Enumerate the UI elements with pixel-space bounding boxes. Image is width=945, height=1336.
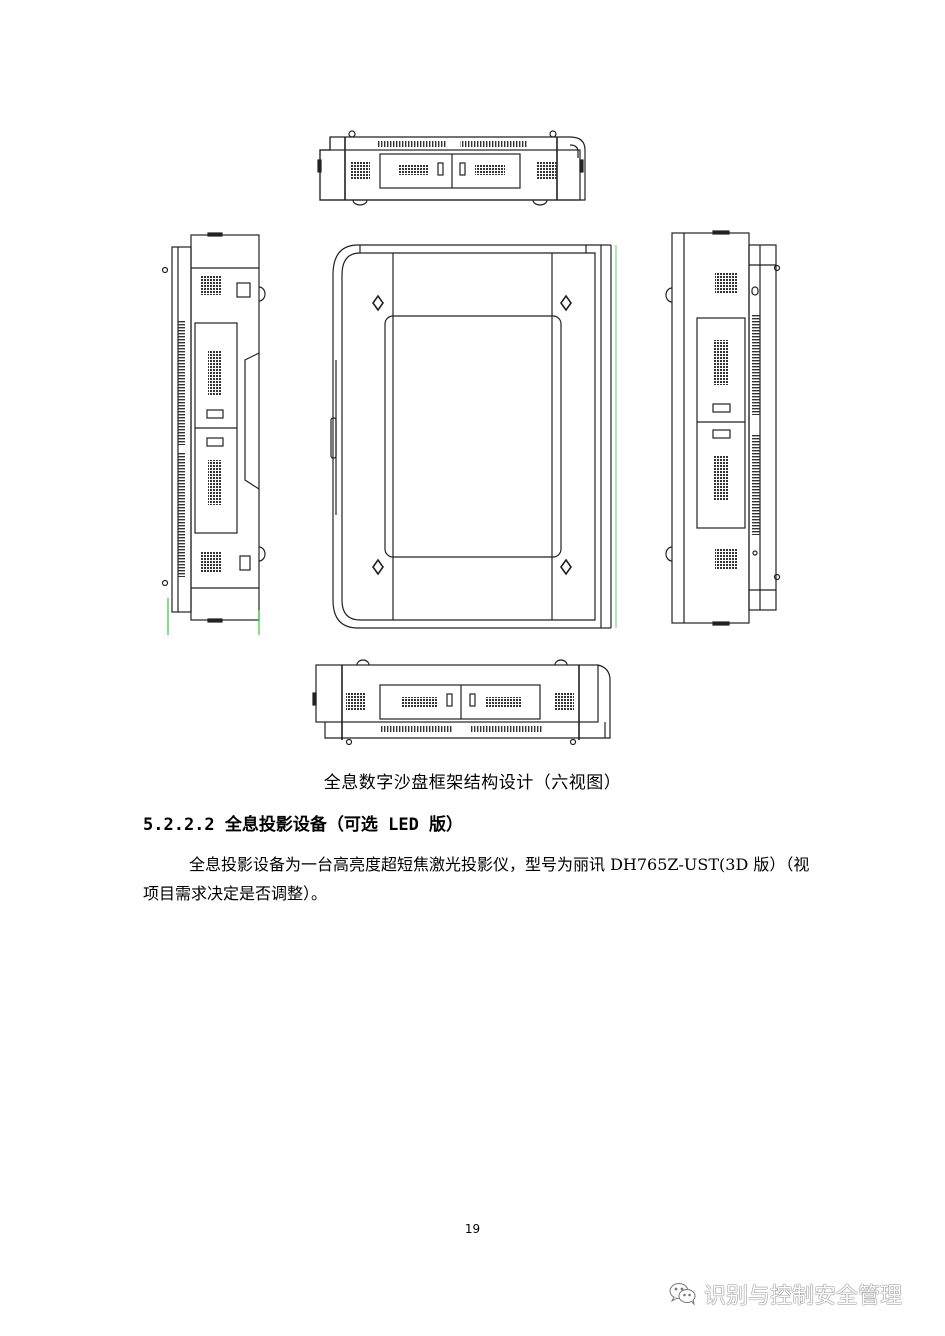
six-view-figure — [161, 130, 781, 746]
section-heading: 5.2.2.2 全息投影设备（可选 LED 版） — [143, 815, 464, 835]
wechat-icon — [668, 1281, 698, 1307]
figure-caption: 全息数字沙盘框架结构设计（六视图） — [323, 773, 622, 793]
watermark: 识别与控制安全管理 — [668, 1278, 902, 1310]
watermark-text: 识别与控制安全管理 — [704, 1284, 903, 1309]
left-view-drawing — [161, 232, 266, 635]
top-view-drawing — [317, 130, 586, 206]
right-view-drawing — [665, 230, 781, 626]
bottom-view-drawing — [312, 659, 611, 746]
page-number: 19 — [464, 1222, 481, 1236]
front-view-drawing — [330, 244, 617, 629]
section-paragraph: 全息投影设备为一台高亮度超短焦激光投影仪，型号为丽讯 DH765Z-UST(3D… — [143, 855, 810, 903]
